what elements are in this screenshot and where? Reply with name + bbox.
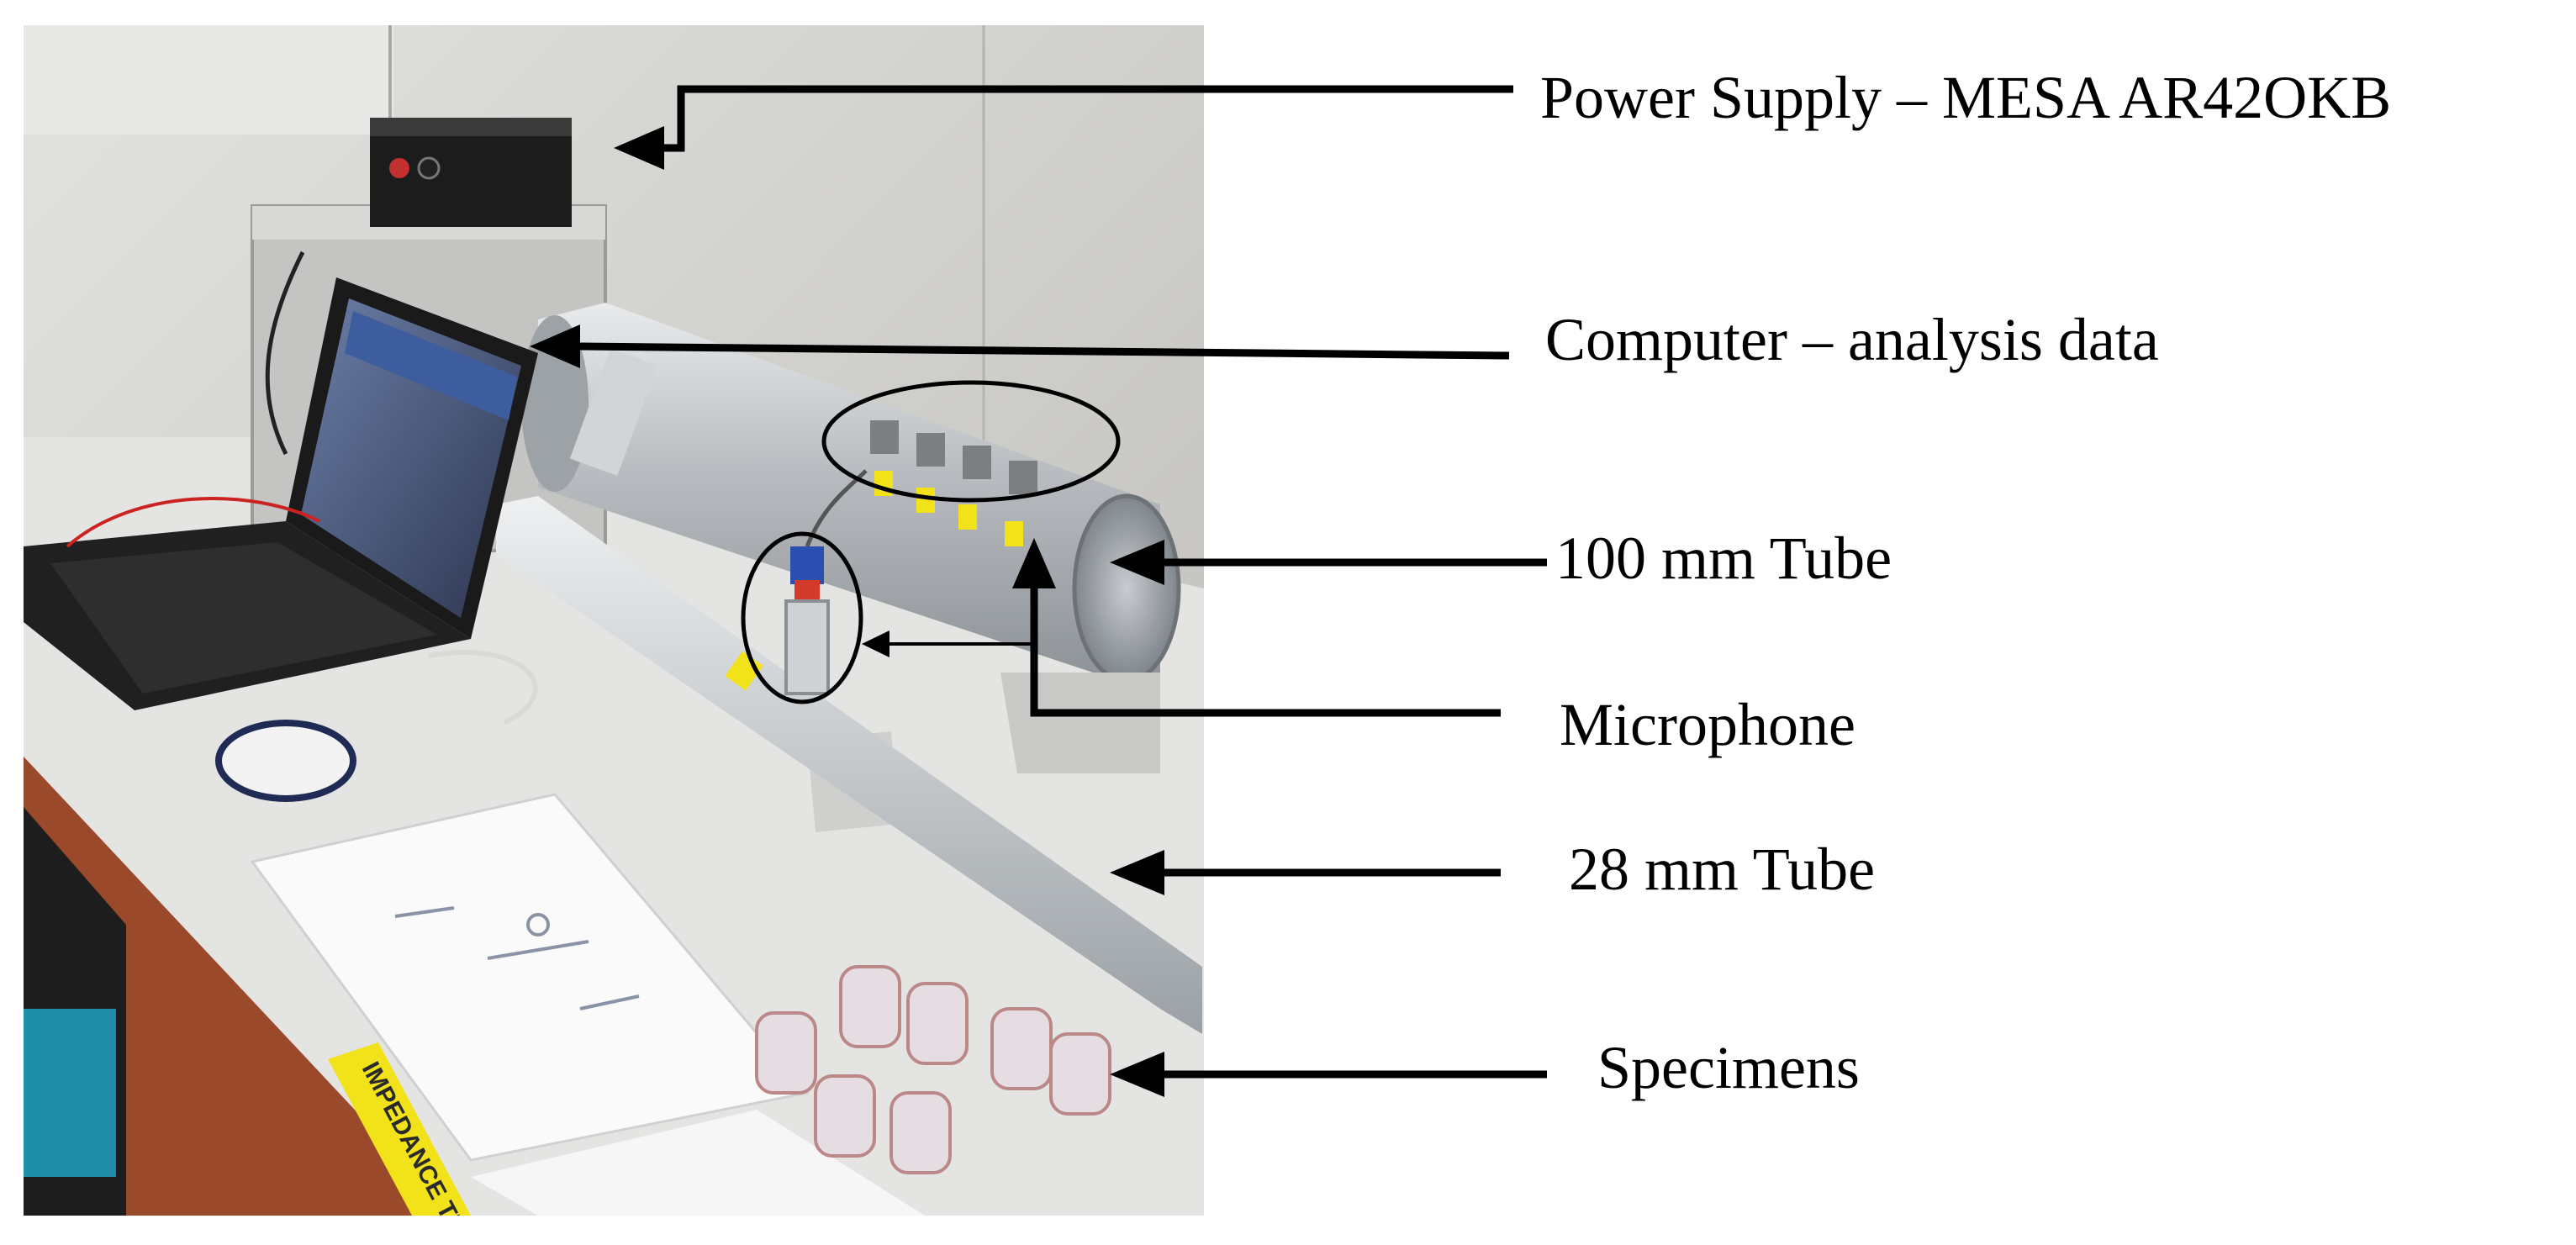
laptop (24, 277, 538, 710)
ports-highlight-ellipse (821, 380, 1121, 503)
microphone-leader (1030, 580, 1501, 717)
mouse (215, 720, 356, 802)
specimens-label: Specimens (1597, 1034, 1860, 1101)
microphone-highlight-ellipse (741, 531, 863, 704)
document-sheet (471, 1110, 925, 1216)
computer-leader (579, 342, 1510, 360)
specimens-group (755, 965, 1111, 1174)
lab-photo: IMPEDANCE TUBE (24, 25, 1204, 1216)
microphone-arrowhead (1012, 538, 1056, 588)
arrowheads (530, 126, 1164, 1097)
floor (24, 757, 454, 1216)
microphone-label: Microphone (1560, 691, 1855, 758)
power-supply (370, 118, 572, 227)
tube-100mm-arrowhead (1110, 540, 1164, 585)
computer-arrowhead (530, 324, 580, 368)
microphone-ports (870, 420, 1037, 494)
wall-panel (24, 25, 393, 135)
power-supply-label: Power Supply – MESA AR42OKB (1540, 64, 2392, 131)
chair-seat (24, 1009, 116, 1177)
tube-100mm-label: 100 mm Tube (1555, 525, 1892, 592)
document-sheet (250, 793, 810, 1162)
tube-support (1000, 673, 1160, 773)
tube-28mm-label: 28 mm Tube (1569, 836, 1876, 903)
tube-28mm-arrowhead (1110, 850, 1164, 895)
power-supply-arrowhead (614, 126, 664, 170)
computer-label: Computer – analysis data (1545, 306, 2159, 373)
microphone-small-arrowhead (862, 630, 889, 657)
specimens-arrowhead (1110, 1052, 1164, 1097)
microphone (784, 469, 868, 695)
